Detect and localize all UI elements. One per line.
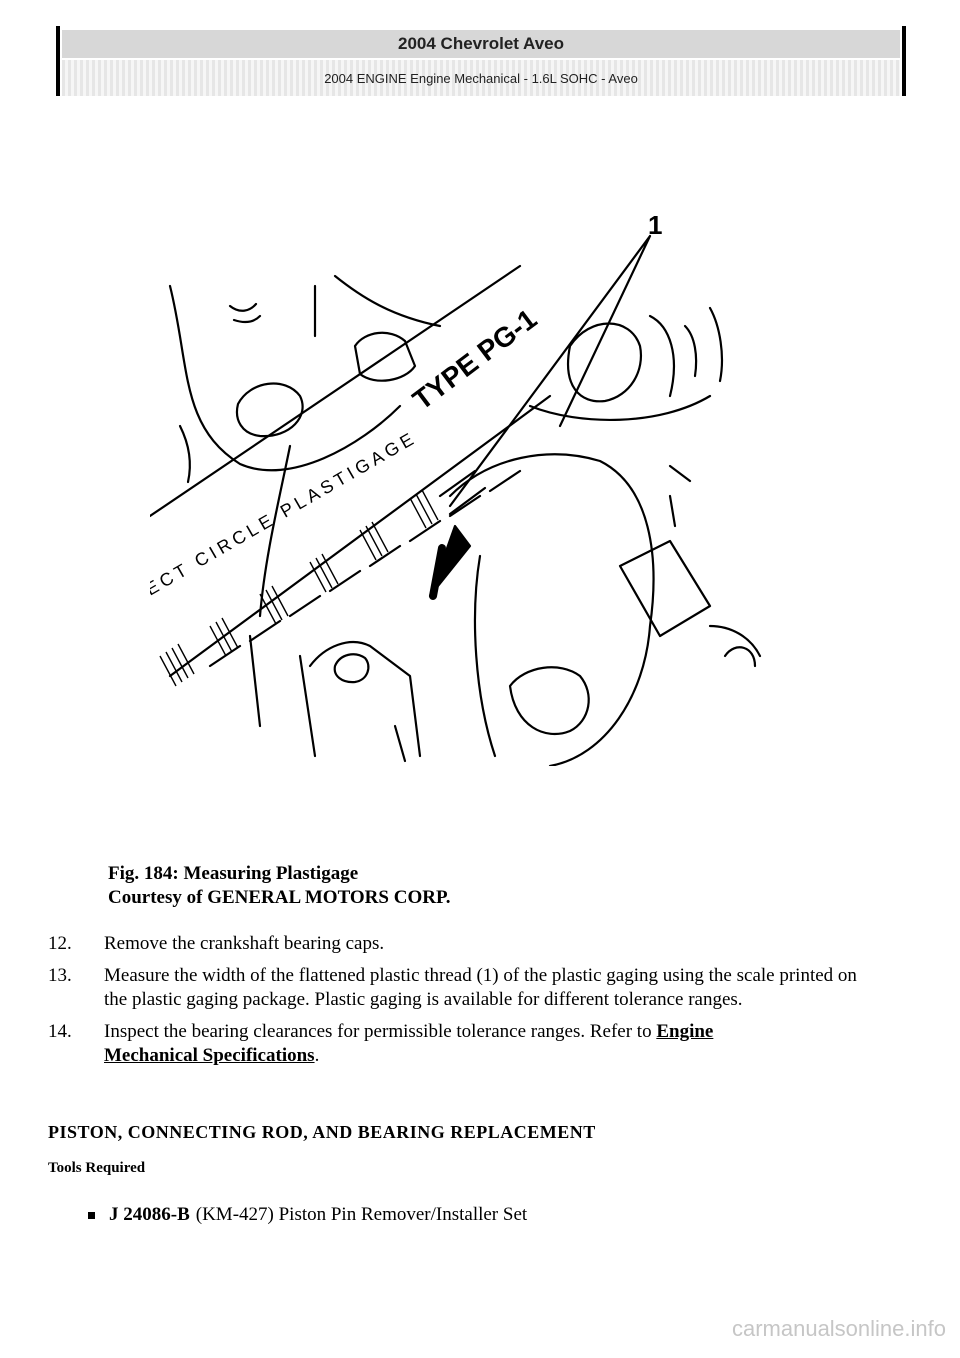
- tool-code: J 24086-B: [109, 1204, 190, 1225]
- step-item: 13. Measure the width of the flattened p…: [48, 964, 878, 1012]
- page-header: 2004 Chevrolet Aveo 2004 ENGINE Engine M…: [56, 26, 906, 96]
- thumb-nail: [235, 382, 304, 438]
- watermark: carmanualsonline.info: [731, 1316, 946, 1341]
- plastigage-strip: [150, 264, 552, 678]
- gauge-label-circle: ECT CIRCLE PLASTIGAGE: [150, 427, 420, 599]
- callout-leader: [448, 234, 652, 508]
- header-title: 2004 Chevrolet Aveo: [62, 30, 900, 58]
- callout-number: 1: [648, 210, 662, 240]
- step-text: Measure the width of the flattened plast…: [104, 965, 857, 1010]
- header-left-border: [56, 26, 60, 96]
- tools-required-label: Tools Required: [48, 1160, 146, 1176]
- step-text: Inspect the bearing clearances for permi…: [104, 1021, 652, 1042]
- step-text-with-link: Inspect the bearing clearances for permi…: [104, 1021, 714, 1066]
- step-item: 12. Remove the crankshaft bearing caps.: [48, 932, 878, 956]
- nut-left: [353, 331, 417, 382]
- header-right-border: [902, 26, 906, 96]
- caption-courtesy: Courtesy of GENERAL MOTORS CORP.: [108, 887, 451, 908]
- tool-list-item: J 24086-B (KM-427) Piston Pin Remover/In…: [88, 1204, 527, 1226]
- plastigage-illustration: 1 TYPE PG-1 ECT CIRCLE PLASTIGAGE: [150, 210, 762, 766]
- step-number: 12.: [48, 933, 72, 954]
- section-title: PISTON, CONNECTING ROD, AND BEARING REPL…: [48, 1122, 596, 1142]
- step-text: Remove the crankshaft bearing caps.: [104, 933, 385, 954]
- bearing-cap: [448, 453, 655, 766]
- caption-title: Fig. 184: Measuring Plastigage: [108, 863, 359, 884]
- header-subtitle: 2004 ENGINE Engine Mechanical - 1.6L SOH…: [62, 60, 900, 96]
- procedure-steps: 12. Remove the crankshaft bearing caps. …: [48, 932, 878, 1076]
- bullet-icon: [88, 1211, 95, 1219]
- finger-right: [567, 322, 643, 403]
- thumb-outline: [168, 284, 402, 472]
- figure-caption: Fig. 184: Measuring Plastigage Courtesy …: [108, 862, 451, 910]
- gauge-label-type: TYPE PG-1: [407, 303, 542, 416]
- step-item: 14. Inspect the bearing clearances for p…: [48, 1020, 878, 1068]
- tool-description: (KM-427) Piston Pin Remover/Installer Se…: [195, 1204, 528, 1225]
- step-number: 14.: [48, 1021, 72, 1042]
- step-number: 13.: [48, 965, 72, 986]
